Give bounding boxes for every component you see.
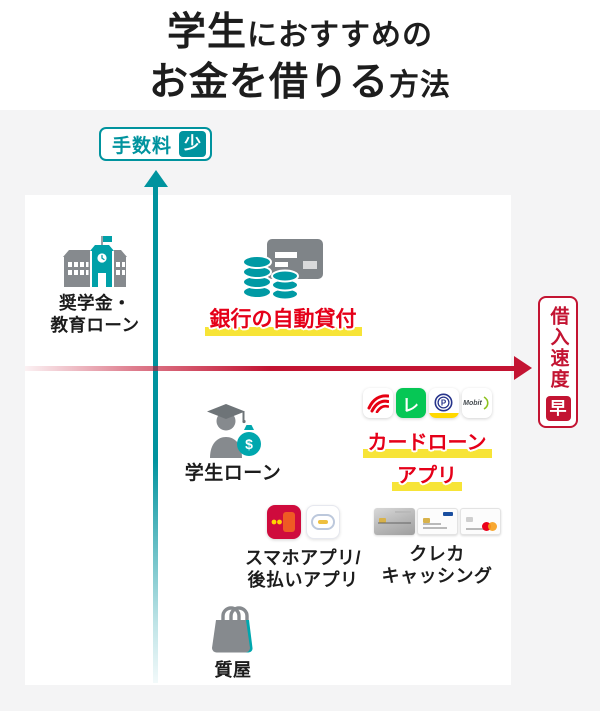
speed-fast-badge: 早 <box>545 396 571 421</box>
fee-axis-label-box: 手数料 少 <box>99 127 213 161</box>
coins-and-card-icon <box>196 237 370 301</box>
card-text <box>465 528 484 530</box>
card-loan-app-label-line2: アプリ <box>392 459 462 491</box>
title-line-2: お金を借りる方法 <box>0 62 600 112</box>
speed-axis-label: 借入速度 <box>547 306 569 390</box>
b43-app-icon <box>305 505 340 539</box>
page-title: 学生におすすめの お金を借りる方法 <box>0 12 600 112</box>
card-text <box>394 511 411 513</box>
speed-axis-line <box>25 366 516 371</box>
item-card-loan-app: レ P Mobit カードローン アプリ <box>359 388 495 491</box>
fee-axis-arrow-icon <box>144 170 168 187</box>
mastercard-logo-icon <box>481 522 497 531</box>
pawn-shop-label: 質屋 <box>214 660 252 680</box>
title-text: 方法 <box>389 69 451 102</box>
graduate-with-moneybag-icon: $ <box>177 400 289 458</box>
speed-axis-arrow-icon <box>514 356 532 380</box>
credit-cashing-label-line2: キャッシング <box>381 566 493 586</box>
card-stripe <box>377 522 411 524</box>
lake-letter: レ <box>402 395 419 415</box>
fee-axis-label: 手数料 <box>112 135 173 157</box>
credit-card-white-blue-logo <box>416 508 458 535</box>
item-bank-auto-lending: 銀行の自動貸付 <box>196 237 370 336</box>
red-stripe-logo-app-icon <box>362 388 393 418</box>
item-student-loan: $ 学生ローン <box>177 400 289 485</box>
scholarship-label-line2: 教育ローン <box>50 315 140 335</box>
bank-auto-lending-label: 銀行の自動貸付 <box>204 303 362 336</box>
dollar-symbol: $ <box>245 436 253 452</box>
promise-app-icon: P <box>428 388 459 418</box>
card-loan-app-icon-row: レ P Mobit <box>359 388 495 418</box>
item-pawn-shop: 質屋 <box>185 602 281 681</box>
item-credit-card-cashing: クレカ キャッシング <box>371 508 503 587</box>
card-blue-logo <box>442 512 453 516</box>
item-scholarship-education-loan: 奨学金・ 教育ローン <box>30 235 160 336</box>
promise-letter: P <box>441 398 447 407</box>
scholarship-label-line1: 奨学金・ <box>59 293 131 313</box>
title-emphasis: 学生 <box>166 11 247 54</box>
card-chip <box>378 518 386 523</box>
card-text <box>422 523 441 525</box>
school-icon <box>30 235 160 287</box>
title-line-1: 学生におすすめの <box>0 12 600 62</box>
title-emphasis: お金を借りる <box>148 61 389 104</box>
card-loan-app-label-line1: カードローン <box>362 426 492 458</box>
mobit-app-icon: Mobit <box>461 388 492 418</box>
item-smartphone-paylater-app: スマホアプリ/ 後払いアプリ <box>238 505 368 591</box>
credit-card-silver <box>373 508 415 535</box>
title-text: におすすめの <box>247 19 433 52</box>
smartphone-app-label-line2: 後払いアプリ <box>247 570 359 590</box>
lake-app-icon: レ <box>395 388 426 418</box>
card-text <box>422 527 447 529</box>
credit-card-mastercard <box>459 508 501 535</box>
smartphone-app-icon-row <box>238 505 368 539</box>
fee-axis-line <box>153 187 158 683</box>
handbag-icon <box>185 602 281 654</box>
speed-axis-label-box: 借入速度 早 <box>538 296 578 428</box>
card-chip <box>465 517 473 522</box>
fee-low-badge: 少 <box>179 131 207 157</box>
card-chip <box>422 518 430 523</box>
credit-card-row <box>371 508 503 535</box>
smartphone-app-label-line1: スマホアプリ/ <box>245 548 361 568</box>
vandle-card-app-icon <box>266 505 301 539</box>
mobit-logo-text: Mobit <box>463 399 482 407</box>
student-loan-label: 学生ローン <box>184 463 282 484</box>
credit-cashing-label-line1: クレカ <box>409 544 465 564</box>
